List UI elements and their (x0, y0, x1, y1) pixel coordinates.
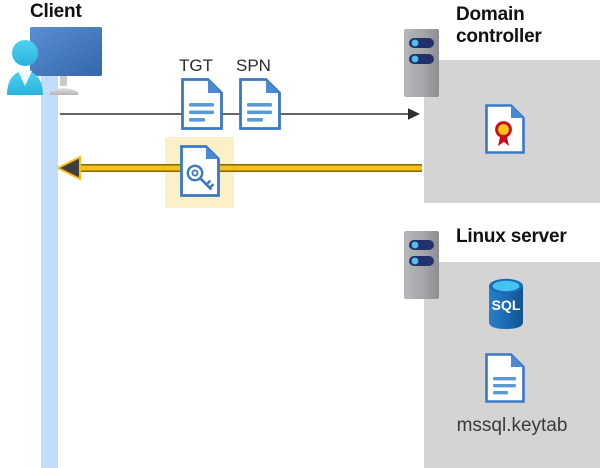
server-chassis-icon (404, 231, 439, 299)
spn-label: SPN (236, 56, 271, 75)
linux-server-title: Linux server (456, 226, 567, 247)
key-document-icon (180, 145, 220, 197)
keytab-filename-label: mssql.keytab (456, 415, 568, 436)
sql-label: SQL (492, 297, 521, 313)
client-title: Client (30, 1, 82, 22)
document-icon (485, 353, 525, 403)
tgt-label: TGT (179, 56, 213, 75)
client-lifeline (41, 70, 58, 468)
client-workstation-icon (4, 24, 108, 108)
request-arrow (60, 106, 420, 122)
document-icon (239, 78, 281, 130)
document-icon (181, 78, 223, 130)
domain-controller-title: Domain controller (456, 4, 542, 47)
certificate-document-icon (485, 104, 525, 154)
sql-database-icon: SQL (485, 277, 527, 331)
ticket-response-arrow (55, 155, 422, 181)
server-chassis-icon (404, 29, 439, 97)
